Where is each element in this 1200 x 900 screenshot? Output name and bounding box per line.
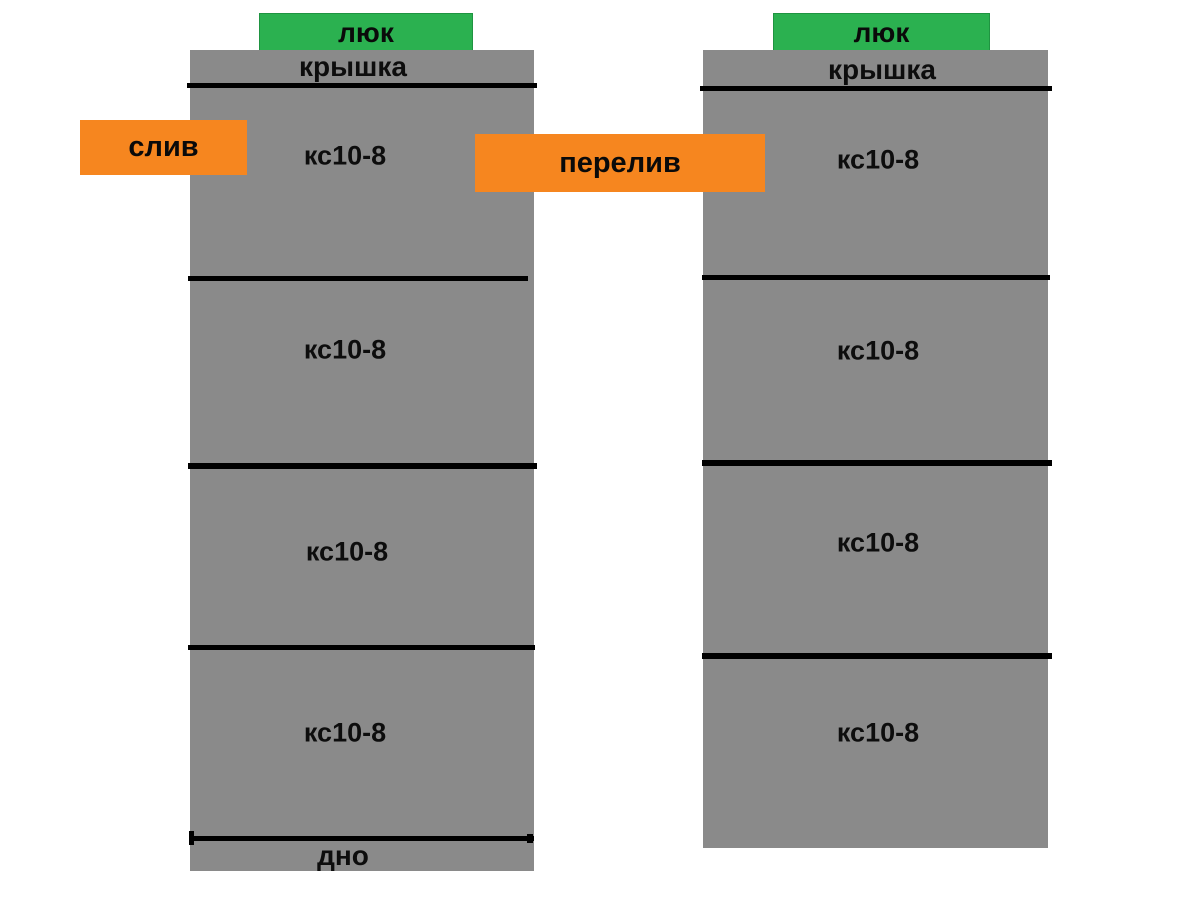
- left-bottom-line-end-tick: [189, 831, 194, 845]
- right-joint-line-2: [702, 460, 1052, 466]
- right-ring-3-label: кс10-8: [836, 527, 920, 558]
- right-cover-joint-line: [700, 86, 1052, 91]
- left-ring-2-label: кс10-8: [303, 334, 387, 365]
- left-ring-1-label: кс10-8: [303, 140, 387, 171]
- left-ring-4-label: кс10-8: [303, 717, 387, 748]
- drain-pipe-label-box: слив: [80, 120, 247, 175]
- right-cover-label: крышка: [828, 54, 936, 85]
- left-bottom-joint-line: [190, 836, 534, 841]
- right-bottom-line-end-tick: [527, 834, 533, 843]
- right-manhole-hatch: люк: [773, 13, 990, 52]
- left-ring-3-label: кс10-8: [305, 536, 389, 567]
- drain-label: слив: [128, 131, 199, 163]
- left-cover-joint-line: [187, 83, 537, 88]
- left-joint-line-3: [188, 645, 535, 650]
- right-ring-1-label: кс10-8: [836, 144, 920, 175]
- left-joint-line-2: [188, 463, 537, 469]
- right-ring-4-label: кс10-8: [836, 717, 920, 748]
- left-bottom-slab-label: дно: [317, 840, 369, 871]
- left-hatch-label: люк: [338, 16, 394, 48]
- left-cover-label: крышка: [299, 51, 407, 82]
- right-hatch-label: люк: [853, 16, 910, 48]
- overflow-label: перелив: [559, 146, 681, 179]
- right-joint-line-1: [702, 275, 1050, 280]
- right-joint-line-3: [702, 653, 1052, 659]
- overflow-pipe-label-box: перелив: [475, 134, 765, 192]
- left-manhole-hatch: люк: [259, 13, 473, 52]
- right-ring-2-label: кс10-8: [836, 335, 920, 366]
- left-joint-line-1: [188, 276, 528, 281]
